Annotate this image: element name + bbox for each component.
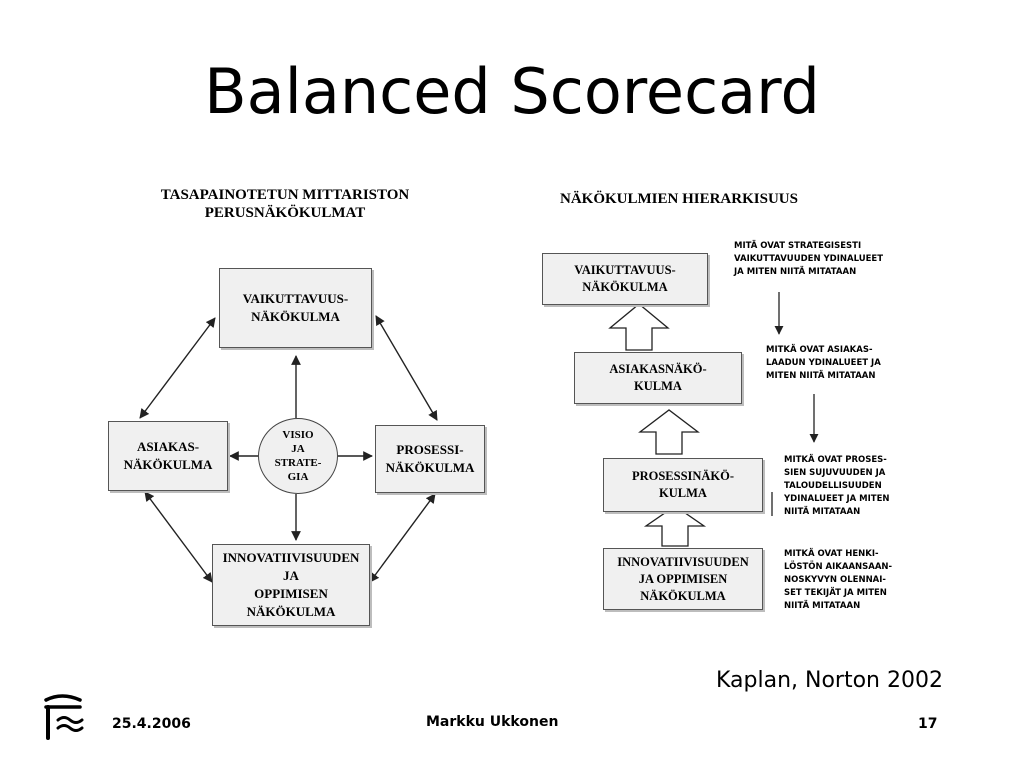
box-label: JA OPPIMISEN — [638, 571, 728, 586]
hierarchy-note-2: MITKÄ OVAT ASIAKAS- LAADUN YDINALUEET JA… — [766, 344, 881, 383]
footer-author: Markku Ukkonen — [426, 714, 559, 730]
box-label: NÄKÖKULMA — [123, 457, 213, 472]
footer-page-number: 17 — [918, 716, 938, 732]
box-label: NÄKÖKULMA — [246, 604, 336, 619]
hierarchy-note-4: MITKÄ OVAT HENKI- LÖSTÖN AIKAANSAAN- NOS… — [784, 548, 892, 613]
block-arrow-3 — [643, 505, 707, 547]
slide-title: Balanced Scorecard — [204, 55, 820, 128]
arrow-top-left — [139, 317, 216, 419]
block-arrow-2 — [638, 409, 700, 455]
box-label: NÄKÖKULMA — [582, 280, 668, 294]
note-line: MITÄ OVAT STRATEGISESTI — [734, 241, 862, 251]
hierarchy-note-1: MITÄ OVAT STRATEGISESTI VAIKUTTAVUUDEN Y… — [734, 240, 883, 279]
note-line: NOSKYVYN OLENNAI- — [784, 575, 886, 585]
note-line: SET TEKIJÄT JA MITEN — [784, 588, 887, 598]
note-line: MITKÄ OVAT PROSES- — [784, 455, 887, 465]
box-label: PROSESSINÄKÖ- — [631, 469, 735, 483]
box-label: ASIAKAS- — [136, 439, 200, 454]
source-citation: Kaplan, Norton 2002 — [716, 668, 943, 693]
hierarchy-box-asiakas: ASIAKASNÄKÖ- KULMA — [574, 352, 742, 404]
hierarchy-box-vaikuttavuus: VAIKUTTAVUUS- NÄKÖKULMA — [542, 253, 708, 305]
hierarchy-box-prosessi: PROSESSINÄKÖ- KULMA — [603, 458, 763, 512]
circle-label: JA — [291, 443, 305, 455]
box-label: KULMA — [634, 379, 682, 393]
hierarchy-box-innovatiivisuus: INNOVATIIVISUUDEN JA OPPIMISEN NÄKÖKULMA — [603, 548, 763, 610]
box-label: NÄKÖKULMA — [385, 460, 475, 475]
note-line: LÖSTÖN AIKAANSAAN- — [784, 562, 893, 572]
box-label: INNOVATIIVISUUDEN — [617, 554, 749, 569]
note-line: MITKÄ OVAT ASIAKAS- — [766, 345, 873, 355]
box-label: JA — [283, 568, 299, 583]
box-prosessi: PROSESSI- NÄKÖKULMA — [375, 425, 485, 493]
box-innovatiivisuus: INNOVATIIVISUUDEN JA OPPIMISEN NÄKÖKULMA — [212, 544, 370, 626]
center-circle-visio: VISIO JA STRATE- GIA — [258, 418, 338, 494]
box-label: KULMA — [659, 486, 707, 500]
circle-label: STRATE- — [274, 457, 322, 469]
box-label: PROSESSI- — [396, 442, 464, 457]
circle-label: VISIO — [282, 429, 314, 441]
left-heading-line: PERUSNÄKÖKULMAT — [204, 205, 366, 221]
note-line: SIEN SUJUVUUDEN JA — [784, 468, 886, 478]
note-line: JA MITEN NIITÄ MITATAAN — [734, 267, 857, 277]
arrow-top-right — [375, 315, 438, 421]
box-label: NÄKÖKULMA — [251, 309, 340, 324]
note-line: NIITÄ MITATAAN — [784, 601, 861, 611]
left-heading-line: TASAPAINOTETUN MITTARISTON — [160, 187, 410, 203]
box-label: INNOVATIIVISUUDEN — [222, 550, 360, 565]
note-line: LAADUN YDINALUEET JA — [766, 358, 881, 368]
note-line: TALOUDELLISUUDEN — [784, 481, 882, 491]
box-label: OPPIMISEN — [254, 586, 328, 601]
block-arrow-1 — [608, 303, 670, 351]
arrow-bottom-right — [369, 493, 436, 583]
note-line: MITEN NIITÄ MITATAAN — [766, 371, 876, 381]
footer-date: 25.4.2006 — [112, 716, 191, 732]
note-line: NIITÄ MITATAAN — [784, 507, 861, 517]
hierarchy-note-3: MITKÄ OVAT PROSES- SIEN SUJUVUUDEN JA TA… — [784, 454, 890, 519]
box-label: VAIKUTTAVUUS- — [574, 263, 676, 277]
box-label: VAIKUTTAVUUS- — [242, 291, 349, 306]
box-asiakas: ASIAKAS- NÄKÖKULMA — [108, 421, 228, 491]
box-vaikuttavuus: VAIKUTTAVUUS- NÄKÖKULMA — [219, 268, 372, 348]
circle-label: GIA — [287, 471, 309, 483]
note-line: YDINALUEET JA MITEN — [784, 494, 890, 504]
box-label: NÄKÖKULMA — [640, 588, 726, 603]
note-line: MITKÄ OVAT HENKI- — [784, 549, 879, 559]
box-label: ASIAKASNÄKÖ- — [609, 362, 707, 376]
right-diagram-heading: NÄKÖKULMIEN HIERARKISUUS — [560, 191, 798, 207]
left-diagram-heading: TASAPAINOTETUN MITTARISTON PERUSNÄKÖKULM… — [120, 186, 450, 222]
note-line: VAIKUTTAVUUDEN YDINALUEET — [734, 254, 884, 264]
university-logo-icon — [44, 694, 84, 740]
arrow-bottom-left — [144, 491, 213, 583]
